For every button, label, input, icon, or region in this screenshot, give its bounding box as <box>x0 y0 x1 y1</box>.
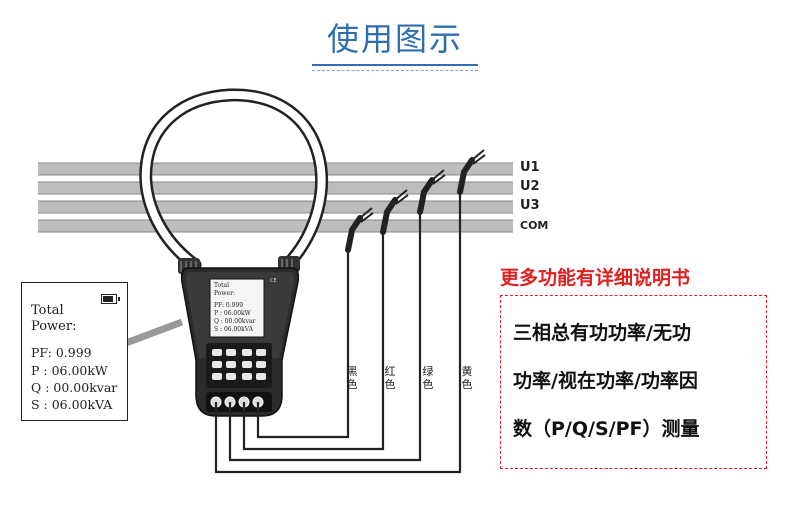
lead-label-green: 绿 色 <box>422 365 434 391</box>
callout-line-2: 功率/视在功率/功率因 <box>513 370 698 392</box>
lcd-line-total: Total <box>214 282 230 289</box>
title-underline <box>312 64 478 66</box>
ce-mark: CE <box>270 278 277 284</box>
callout-line-1: 三相总有功功率/无功 <box>513 322 691 344</box>
zoom-connector <box>124 318 184 347</box>
clamp-meter <box>180 267 300 417</box>
lcd-line-p: P : 06.00kW <box>214 310 251 317</box>
rail-com <box>38 219 513 233</box>
rail-u1 <box>38 162 513 176</box>
alligator-clip-red <box>380 189 409 235</box>
rail-label-u2: U2 <box>520 179 540 194</box>
lead-label-yellow: 黄 色 <box>461 365 473 391</box>
title-dashed-underline <box>312 70 478 72</box>
lcd-line-power: Power: <box>214 290 235 297</box>
rail-label-u1: U1 <box>520 160 540 175</box>
lcd-line-pf: PF: 0.999 <box>214 302 244 309</box>
alligator-clip-black <box>345 207 374 253</box>
rail-u2 <box>38 181 513 195</box>
display-s-value: S : 06.00kVA <box>31 397 113 412</box>
display-q-value: Q : 00.00kvar <box>31 380 118 395</box>
lead-label-red: 红 色 <box>384 365 396 391</box>
display-p-value: P : 06.00kW <box>31 363 108 378</box>
test-leads <box>214 192 462 474</box>
rail-label-u3: U3 <box>520 198 540 213</box>
alligator-clip-green <box>417 169 446 215</box>
lcd-line-s: S : 06.00kVA <box>214 326 254 333</box>
alligator-clip-yellow <box>457 149 486 195</box>
battery-icon <box>101 294 120 304</box>
lcd-line-q: Q : 00.00kvar <box>214 318 256 325</box>
display-line-total: Total <box>31 303 64 318</box>
display-line-power: Power: <box>31 319 77 334</box>
display-pf-value: PF: 0.999 <box>31 345 92 360</box>
rail-label-com: COM <box>520 219 549 232</box>
callout-line-3: 数（P/Q/S/PF）测量 <box>513 418 700 440</box>
display-zoom-panel: Total Power: PF: 0.999 P : 06.00kW Q : 0… <box>21 282 128 421</box>
callout-box: 三相总有功功率/无功 功率/视在功率/功率因 数（P/Q/S/PF）测量 <box>500 295 767 469</box>
callout-heading: 更多功能有详细说明书 <box>500 267 691 289</box>
lead-label-black: 黑 色 <box>346 365 358 391</box>
page-title: 使用图示 <box>326 20 463 58</box>
rail-u3 <box>38 200 513 214</box>
